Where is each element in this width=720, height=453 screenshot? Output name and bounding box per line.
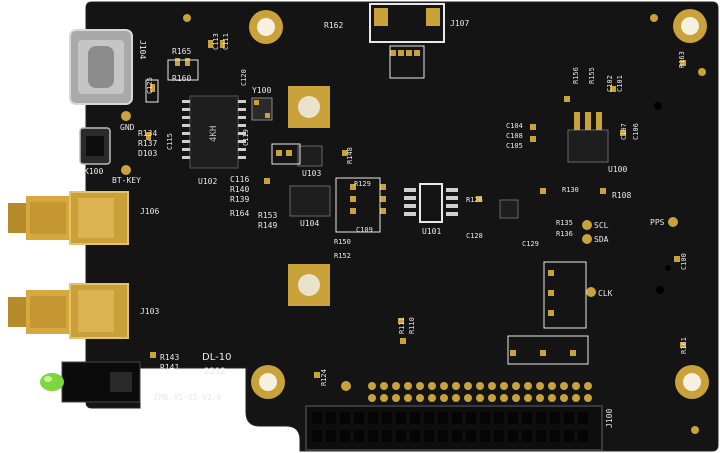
label-clk: CLK [598, 289, 613, 298]
label-c129: C129 [522, 240, 539, 248]
label-r135: R135 [556, 219, 573, 227]
label-c106: C106 [632, 123, 640, 140]
led-indicator [40, 361, 141, 403]
label-c125: C125 [146, 77, 154, 94]
label-r139: R139 [230, 195, 249, 204]
label-r148: R148 [346, 147, 354, 164]
label-u102: U102 [198, 177, 217, 186]
sma-connector-j103 [8, 283, 129, 339]
label-r141: R141 [160, 363, 179, 372]
label-date-code: DL-10 [202, 352, 231, 363]
label-r161: R161 [680, 337, 688, 354]
label-r163: R163 [678, 51, 686, 68]
label-r160: R160 [172, 74, 191, 83]
label-r150: R150 [334, 238, 351, 246]
passive-pads [146, 40, 686, 378]
usb-c-connector [69, 29, 133, 105]
label-c104: C104 [506, 122, 523, 130]
label-r110: R110 [408, 317, 416, 334]
ic-u101 [404, 183, 458, 223]
ic-u103 [297, 145, 323, 167]
mounting-hole-top-right [673, 9, 707, 43]
label-r140: R140 [230, 185, 249, 194]
label-r137: R137 [138, 139, 157, 148]
label-c107: C107 [620, 123, 628, 140]
label-bt-key: BT-KEY [112, 176, 141, 185]
label-r136: R136 [556, 230, 573, 238]
label-c119: C119 [242, 129, 250, 146]
label-c108: C108 [506, 132, 523, 140]
silkscreen-labels: J104 R165 R160 C113 C111 C120 C125 Y100 … [84, 19, 688, 428]
label-sda: SDA [594, 235, 609, 244]
label-c105: C105 [506, 142, 523, 150]
copper-pad-top [288, 86, 330, 128]
label-r108: R108 [612, 191, 631, 200]
label-j106: J106 [140, 207, 159, 216]
label-u103: U103 [302, 169, 321, 178]
bt-key-switch [79, 127, 111, 165]
label-u104: U104 [300, 219, 319, 228]
label-c113: C113 [212, 33, 220, 50]
sma-connector-j106 [8, 191, 129, 245]
label-date-sub: 2212 [204, 367, 226, 377]
mounting-hole-top-left [249, 10, 283, 44]
label-u101: U101 [422, 227, 441, 236]
copper-pad-bottom [288, 264, 330, 306]
label-c116: C116 [230, 175, 249, 184]
label-j100: J100 [605, 409, 614, 428]
label-pps: PPS [650, 218, 665, 227]
label-c102: C102 [606, 75, 614, 92]
label-scl: SCL [594, 221, 609, 230]
header-j100 [305, 382, 603, 451]
label-c128: C128 [466, 232, 483, 240]
pcb-body [85, 1, 719, 452]
label-r155: R155 [588, 67, 596, 84]
label-j104: J104 [138, 40, 147, 59]
label-y100: Y100 [252, 86, 271, 95]
ic-u-small [499, 199, 519, 219]
mounting-hole-bottom-right [675, 365, 709, 399]
label-c115: C115 [166, 133, 174, 150]
label-r164: R164 [230, 209, 249, 218]
label-r111: R111 [398, 317, 406, 334]
label-r143: R143 [160, 353, 179, 362]
mounting-hole-bottom-left [251, 365, 285, 399]
ic-u102 [182, 95, 246, 169]
silkscreen-outlines [145, 45, 589, 365]
label-gnd: GND [120, 123, 135, 132]
label-d103: D103 [138, 149, 157, 158]
connector-j107 [369, 3, 445, 56]
label-r153: R153 [258, 211, 277, 220]
label-r152: R152 [334, 252, 351, 260]
label-r162: R162 [324, 21, 343, 30]
label-ic-mark: 4KH [209, 126, 219, 142]
label-r149: R149 [258, 221, 277, 230]
label-c101: C101 [616, 75, 624, 92]
label-r156: R156 [572, 67, 580, 84]
label-j107: J107 [450, 19, 469, 28]
label-r124: R124 [320, 369, 328, 386]
regulator-u100 [567, 112, 609, 163]
label-c120: C120 [240, 69, 248, 86]
label-r130: R130 [562, 186, 579, 194]
label-c100: C100 [680, 253, 688, 270]
crystal-y100 [251, 97, 273, 121]
label-r126: R126 [466, 196, 483, 204]
ic-u104 [289, 185, 331, 217]
label-j103: J103 [140, 307, 159, 316]
label-u100: U100 [608, 165, 627, 174]
label-c109: C109 [356, 226, 373, 234]
label-r165: R165 [172, 47, 191, 56]
label-c111: C111 [222, 33, 230, 50]
label-board-model: EMB-AS-03-V2.0 [154, 393, 222, 402]
vias [654, 102, 671, 294]
label-r134: R134 [138, 129, 157, 138]
label-r129: R129 [354, 180, 371, 188]
test-points [121, 14, 706, 434]
label-k100: K100 [84, 167, 103, 176]
